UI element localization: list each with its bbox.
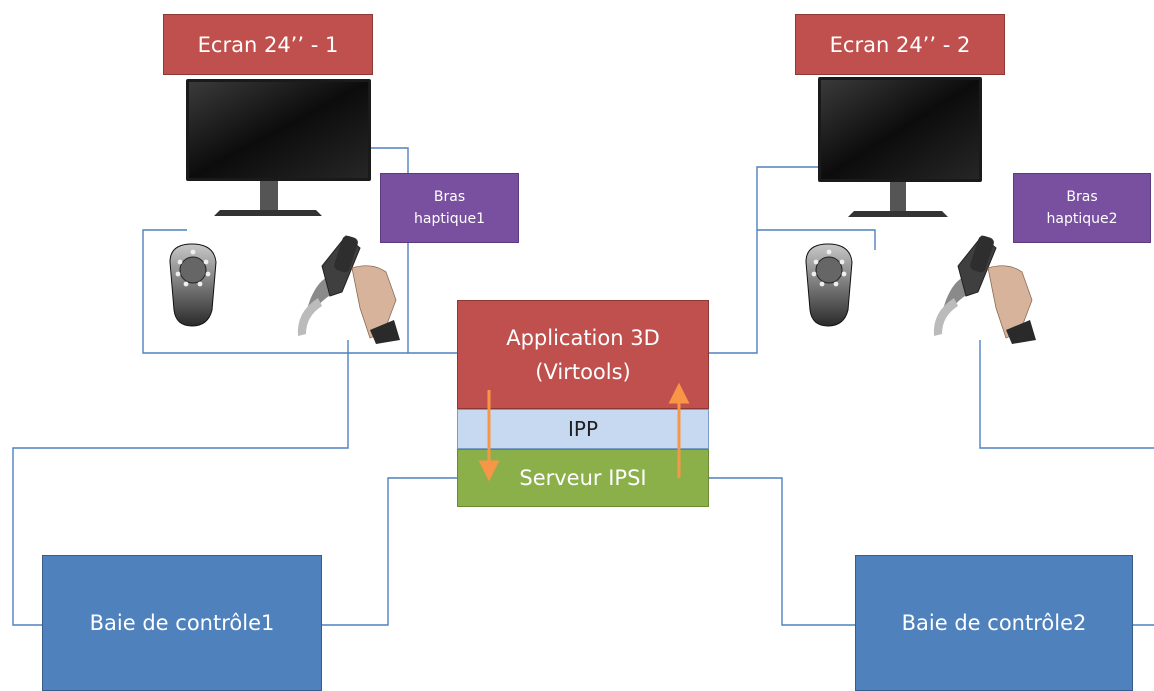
application-3d-label: Application 3D bbox=[506, 325, 660, 350]
screen-1-label: Ecran 24’’ - 1 bbox=[197, 32, 339, 57]
haptic-arm-2-icon bbox=[933, 235, 1036, 344]
screen-2-label: Ecran 24’’ - 2 bbox=[829, 32, 971, 57]
space-mouse-1-icon bbox=[169, 243, 217, 327]
up-arrow-head-icon bbox=[668, 382, 690, 404]
screen-1-label-box: Ecran 24’’ - 1 bbox=[163, 14, 373, 75]
wire-haptic2-to-edge bbox=[979, 340, 1154, 449]
haptic-arm-2-label-line1: Bras bbox=[1066, 189, 1098, 205]
ipp-label: IPP bbox=[567, 417, 599, 441]
haptic-arm-2-label-line2: haptique2 bbox=[1046, 211, 1118, 227]
monitor-2-icon bbox=[818, 77, 982, 217]
wire-haptic1-to-bay1 bbox=[12, 340, 349, 626]
wire-screen1-to-app bbox=[370, 147, 457, 354]
space-mouse-2-icon bbox=[805, 243, 853, 327]
haptic-arm-1-label-line1: Bras bbox=[433, 189, 466, 205]
wire-spacemouse1-to-app bbox=[142, 229, 408, 354]
down-arrow-head-icon bbox=[478, 460, 500, 482]
wire-app-to-right-devices bbox=[709, 166, 820, 354]
control-bay-2-label: Baie de contrôle2 bbox=[901, 611, 1087, 635]
monitor-1-icon bbox=[186, 79, 371, 216]
wire-server-to-bay2 bbox=[709, 477, 855, 626]
screen-2-label-box: Ecran 24’’ - 2 bbox=[795, 14, 1005, 75]
control-bay-2-box: Baie de contrôle2 bbox=[855, 555, 1133, 691]
serveur-ipsi-label: Serveur IPSI bbox=[519, 466, 647, 490]
control-bay-1-label: Baie de contrôle1 bbox=[89, 611, 275, 635]
wire-spacemouse2-to-hub bbox=[757, 229, 876, 250]
wire-bay1-to-server bbox=[322, 477, 457, 626]
haptic-arm-1-icon bbox=[297, 235, 400, 344]
control-bay-1-box: Baie de contrôle1 bbox=[42, 555, 322, 691]
ipp-box: IPP bbox=[457, 409, 709, 449]
serveur-ipsi-box: Serveur IPSI bbox=[457, 449, 709, 507]
haptic-arm-1-label-box: Bras haptique1 bbox=[380, 173, 519, 243]
haptic-arm-1-label-line2: haptique1 bbox=[414, 211, 485, 227]
application-3d-box: Application 3D (Virtools) bbox=[457, 300, 709, 409]
haptic-arm-2-label-box: Bras haptique2 bbox=[1013, 173, 1151, 243]
virtools-label: (Virtools) bbox=[535, 359, 631, 384]
